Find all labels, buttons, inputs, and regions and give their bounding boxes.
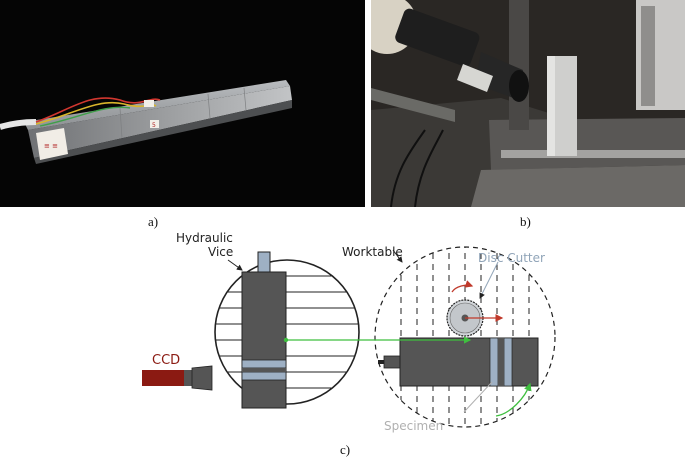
label-specimen: Specimen [384,419,443,433]
svg-text:5: 5 [152,122,156,129]
svg-text:≡ ≡: ≡ ≡ [44,142,58,150]
rotary-worktable [374,246,556,428]
caption-a: a) [148,214,159,229]
specimen-illustration: ≡ ≡ 5 [0,80,292,164]
disc-cutter [446,280,504,337]
caption-c: c) [340,442,351,457]
caption-b: b) [520,214,531,229]
label-disc-cutter: Disc Cutter [478,251,545,265]
ccd-setup-photo [371,0,685,207]
setup-diagram: Hydraulic Vice Worktable Disc Cutter CCD… [142,231,556,433]
label-worktable: Worktable [342,245,403,259]
sight-line [283,336,532,417]
specimen-photo: ≡ ≡ 5 [0,0,365,207]
specimen-fixture [378,337,539,387]
vice-worktable [214,259,360,405]
label-hydraulic: Hydraulic [176,231,233,245]
label-ccd: CCD [152,353,180,368]
ccd-setup-illustration [371,0,685,207]
label-vice: Vice [208,245,233,259]
hydraulic-vice [241,251,287,409]
ccd-camera [142,365,213,391]
